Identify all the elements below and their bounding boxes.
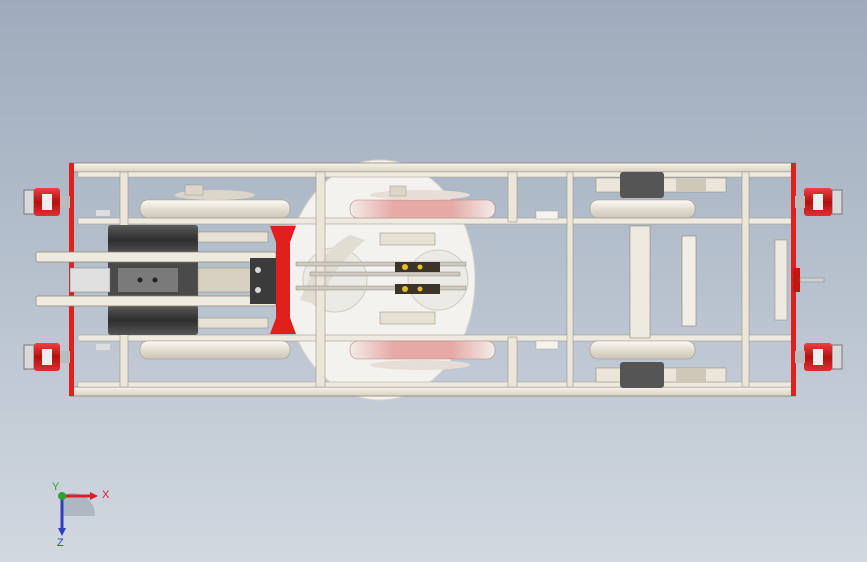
trailing-truck[interactable]	[595, 172, 727, 388]
triad-plane	[62, 493, 96, 516]
buffer-front-top	[23, 188, 60, 216]
buffer-rear-bottom	[804, 343, 843, 371]
buffers[interactable]	[23, 188, 843, 371]
cylinder-block[interactable]	[108, 225, 269, 335]
x-axis-arrow-icon	[90, 492, 98, 500]
z-axis-label: Z	[57, 537, 64, 548]
z-axis-arrow-icon	[58, 528, 66, 536]
frame-brackets	[96, 184, 788, 350]
valve-gear[interactable]	[295, 232, 467, 325]
orientation-triad[interactable]: X Y Z	[40, 478, 120, 548]
buffer-front-bottom	[23, 343, 60, 371]
x-axis-label: X	[102, 489, 110, 501]
wheelsets[interactable]	[139, 190, 696, 370]
buffer-rear-top	[804, 188, 843, 216]
motion-bracket[interactable]	[250, 226, 296, 334]
y-axis-dot-icon	[58, 492, 66, 500]
y-axis-label: Y	[52, 481, 60, 493]
